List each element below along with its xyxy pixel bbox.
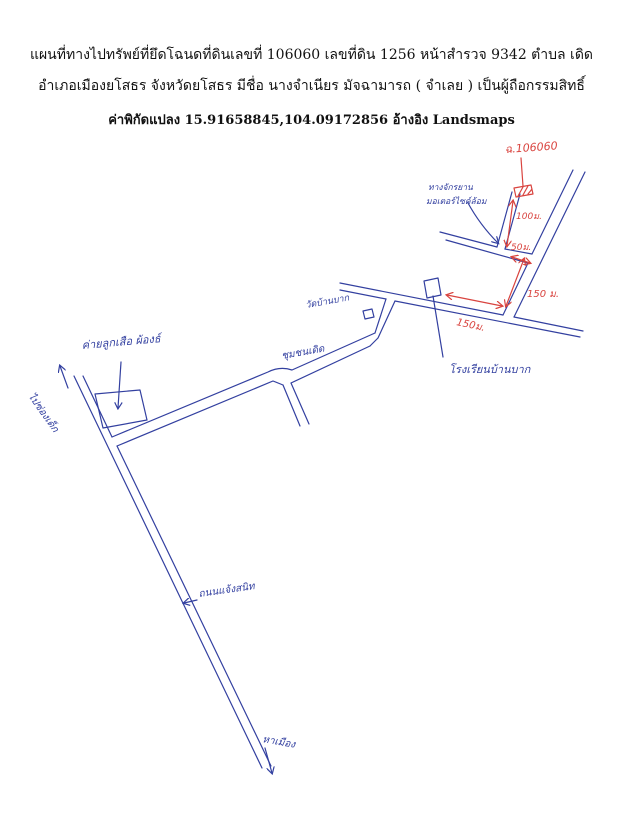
to-north-label: ไปซ่องเด็ก (26, 390, 63, 435)
title-line-1: แผนที่ทางไปทรัพย์ที่ยึดโฉนดที่ดินเลขที่ … (29, 47, 594, 63)
school-label: โรงเรียนบ้านบาก (449, 363, 532, 376)
branch-road-north-edge (111, 332, 376, 438)
main-road-east-edge (82, 375, 272, 767)
distance-100-label: 100ม. (516, 212, 542, 222)
east-road-south-edge (339, 289, 581, 338)
school-leader-line (432, 295, 444, 358)
parcel-leader-line (520, 157, 524, 187)
distance-150-vertical-arrow (506, 259, 524, 306)
south-arrow (264, 747, 272, 773)
distance-150-horizontal-arrow (447, 295, 502, 306)
scout-camp-arrow (118, 361, 121, 408)
title-line-2: อำเภอเมืองยโสธร จังหวัดยโสธร มีชื่อ นางจ… (38, 78, 585, 94)
north-arrow (60, 366, 69, 389)
upper-road-north-edge (439, 231, 533, 255)
main-road-label-arrow (184, 600, 198, 603)
distance-50-arrow (512, 257, 530, 263)
bike-path-label-line-1: ทางจักรยาน (428, 183, 473, 193)
distance-100-arrow (507, 201, 513, 246)
coordinates-line: ค่าพิกัดแปลง 15.91658845,104.09172856 อ้… (108, 113, 515, 128)
community-label: ชุมชนเดิด (280, 343, 325, 362)
connector-road-east-edge (369, 300, 396, 347)
main-road-west-edge (73, 375, 263, 769)
distance-150-vertical-label: 150 ม. (527, 289, 559, 300)
parcel-label: ฉ.106060 (504, 139, 558, 156)
distance-150-horizontal-label: 150ม. (455, 317, 486, 334)
main-road-label: ถนนแจ้งสนิท (198, 580, 257, 600)
parcel-outline (513, 184, 534, 198)
to-town-label: หาเมือง (261, 733, 297, 751)
scout-camp-box (94, 389, 148, 429)
branch-road-south-edge (116, 345, 371, 447)
east-road-north-edge (339, 282, 584, 332)
parcel-path-west-edge (496, 191, 513, 248)
bike-path-label-line-2: มอเตอร์ไซค์ล้อม (426, 196, 487, 207)
connector-road-west-edge (374, 298, 387, 334)
temple-label: วัดบ้านบาก (305, 292, 351, 311)
distance-50-label: 50ม. (511, 243, 531, 253)
community-side-road (282, 382, 310, 427)
scout-camp-label: ค่ายลูกเสือ ผ้องธ์ (81, 332, 164, 352)
school-box (423, 277, 442, 299)
bike-path-arrow (467, 202, 498, 243)
temple-box (362, 308, 375, 320)
